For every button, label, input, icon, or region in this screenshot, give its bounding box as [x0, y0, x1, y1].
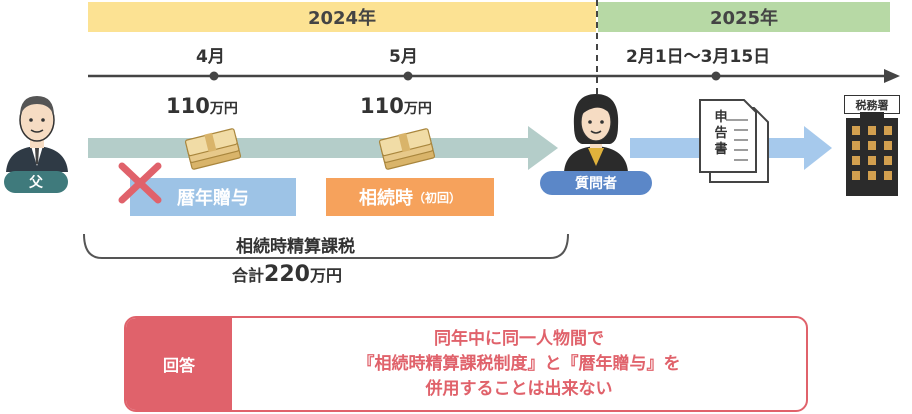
questioner-name: 質問者 — [575, 176, 617, 192]
answer-text: 同年中に同一人物間で 『相続時精算課税制度』と『暦年贈与』を 併用することは出来… — [232, 318, 806, 410]
summary-total-unit: 万円 — [309, 266, 342, 285]
summary-line-1: 相続時精算課税 — [230, 232, 361, 257]
filing-period-label: 2月1日～3月15日 — [626, 47, 771, 67]
settlement-gift-label: 相続時 — [358, 188, 413, 209]
building-icon — [846, 112, 898, 196]
year-band-2025: 2025年 — [598, 2, 890, 32]
timeline-point-may — [403, 71, 413, 81]
amount-may-value: 110 — [360, 94, 404, 118]
questioner-name-pill: 質問者 — [540, 171, 652, 195]
timeline-axis — [88, 69, 900, 83]
timeline-point-filing — [711, 71, 721, 81]
year-label-2024: 2024年 — [307, 8, 377, 29]
month-label-april: 4月 — [196, 47, 225, 67]
answer-line-3: 併用することは出来ない — [425, 378, 613, 399]
answer-box: 回答 同年中に同一人物間で 『相続時精算課税制度』と『暦年贈与』を 併用すること… — [124, 316, 808, 412]
year-divider — [596, 0, 598, 100]
document-char-3: 書 — [714, 142, 728, 157]
woman-avatar-icon — [564, 94, 628, 172]
tax-office-sign: 税務署 — [844, 95, 900, 114]
document-title: 申 告 書 — [712, 110, 730, 158]
answer-tag: 回答 — [126, 318, 232, 410]
settlement-gift-note: （初回） — [412, 190, 461, 205]
month-label-may: 5月 — [389, 47, 418, 67]
amount-april: 110万円 — [166, 94, 238, 118]
banknote-stack-icon — [378, 128, 436, 170]
summary-line-2: 合計220万円 — [232, 262, 342, 287]
answer-tag-label: 回答 — [162, 356, 195, 375]
year-label-2025: 2025年 — [709, 8, 779, 29]
answer-line-1: 同年中に同一人物間で — [434, 328, 604, 349]
tax-office-sign-text: 税務署 — [855, 98, 889, 112]
father-name-pill: 父 — [4, 171, 68, 193]
document-char-1: 申 — [714, 110, 728, 125]
year-band-2024: 2024年 — [88, 2, 596, 32]
settlement-gift-box: 相続時（初回） — [326, 178, 494, 216]
amount-may: 110万円 — [360, 94, 432, 118]
father-name: 父 — [29, 175, 43, 191]
calendar-year-gift-label: 暦年贈与 — [177, 188, 249, 209]
amount-may-unit: 万円 — [403, 101, 432, 117]
cross-mark-icon — [118, 162, 162, 204]
summary-total-amount: 220 — [264, 262, 310, 287]
summary-total-prefix: 合計 — [232, 266, 265, 285]
answer-line-2: 『相続時精算課税制度』と『暦年贈与』を — [357, 353, 681, 374]
document-icon — [699, 99, 769, 183]
amount-april-unit: 万円 — [209, 101, 238, 117]
man-avatar-icon — [6, 96, 68, 172]
banknote-stack-icon — [184, 128, 242, 170]
timeline-point-april — [209, 71, 219, 81]
summary-bracket — [83, 233, 569, 259]
document-char-2: 告 — [714, 126, 728, 141]
amount-april-value: 110 — [166, 94, 210, 118]
